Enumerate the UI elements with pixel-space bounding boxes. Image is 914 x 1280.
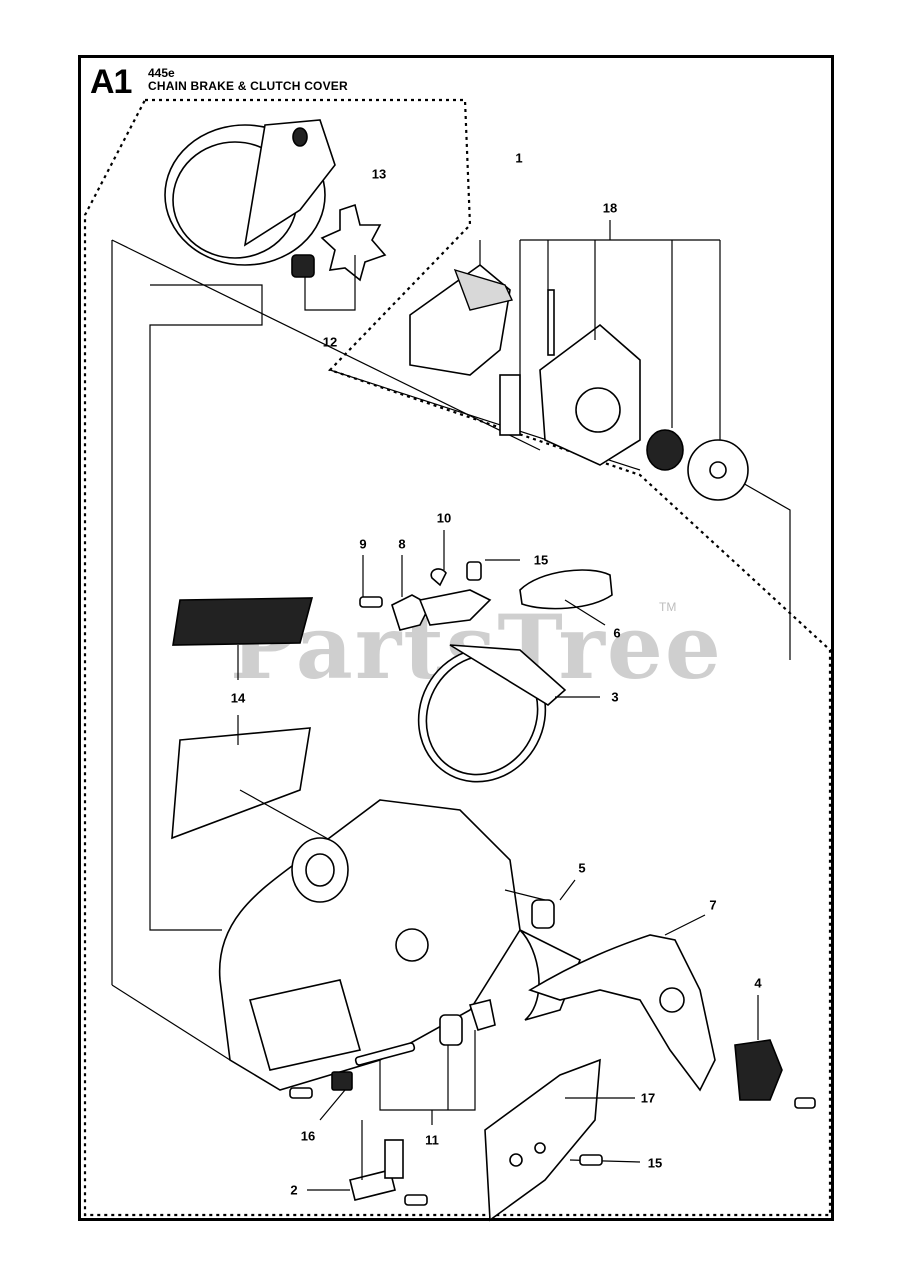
leader-7 <box>664 914 706 936</box>
section-code: A1 <box>90 63 132 101</box>
callout-15-upper: 15 <box>533 552 549 568</box>
callout-17: 17 <box>640 1090 656 1106</box>
callout-10: 10 <box>436 510 452 526</box>
bracket-part-2 <box>349 1139 428 1206</box>
callout-2: 2 <box>290 1182 298 1198</box>
callout-6: 6 <box>613 625 621 641</box>
pins-part-11 <box>354 999 496 1066</box>
callout-11: 11 <box>425 1132 439 1148</box>
callout-12: 12 <box>322 334 338 350</box>
callout-7: 7 <box>709 897 717 913</box>
callout-9: 9 <box>359 536 367 552</box>
stopper-part-16 <box>331 1071 353 1091</box>
brake-linkage-parts <box>359 561 613 631</box>
cap-part-4 <box>734 1039 783 1101</box>
group-bracket-left <box>149 284 263 931</box>
callout-8: 8 <box>398 536 406 552</box>
guard-part-7 <box>528 934 716 1092</box>
callout-16: 16 <box>300 1128 316 1144</box>
clutch-cover-part-13 <box>164 119 336 266</box>
leader-5b <box>559 879 576 901</box>
callout-13: 13 <box>371 166 387 182</box>
brake-band-part-3 <box>417 644 567 783</box>
diagram-title: CHAIN BRAKE & CLUTCH COVER <box>148 79 348 93</box>
leader-5a <box>504 889 546 901</box>
callout-14: 14 <box>230 690 246 706</box>
leader-14c <box>239 789 331 841</box>
callout-15-lower: 15 <box>647 1155 663 1171</box>
leader-11 <box>379 1030 476 1111</box>
brake-assembly-part-18 <box>409 263 749 501</box>
model-number: 445e <box>148 66 175 80</box>
screw-15b <box>579 1154 603 1166</box>
leader-16 <box>319 1089 346 1121</box>
screw-4 <box>794 1097 816 1109</box>
screw-left <box>289 1087 313 1099</box>
group-line-lower <box>111 984 231 1061</box>
plate-part-17 <box>484 1058 601 1222</box>
callout-3: 3 <box>611 689 619 705</box>
decal-part-14 <box>171 597 314 840</box>
callout-4: 4 <box>754 975 762 991</box>
leader-6 <box>564 599 606 626</box>
callout-1: 1 <box>515 150 523 166</box>
callout-5: 5 <box>578 860 586 876</box>
watermark-trademark: TM <box>659 600 677 614</box>
adjuster-part-12 <box>291 203 387 282</box>
diagram-frame <box>78 55 834 1221</box>
callout-18: 18 <box>602 200 618 216</box>
group-line-right <box>719 469 791 660</box>
bushing-part-5 <box>531 899 555 929</box>
leader-12 <box>304 255 356 311</box>
